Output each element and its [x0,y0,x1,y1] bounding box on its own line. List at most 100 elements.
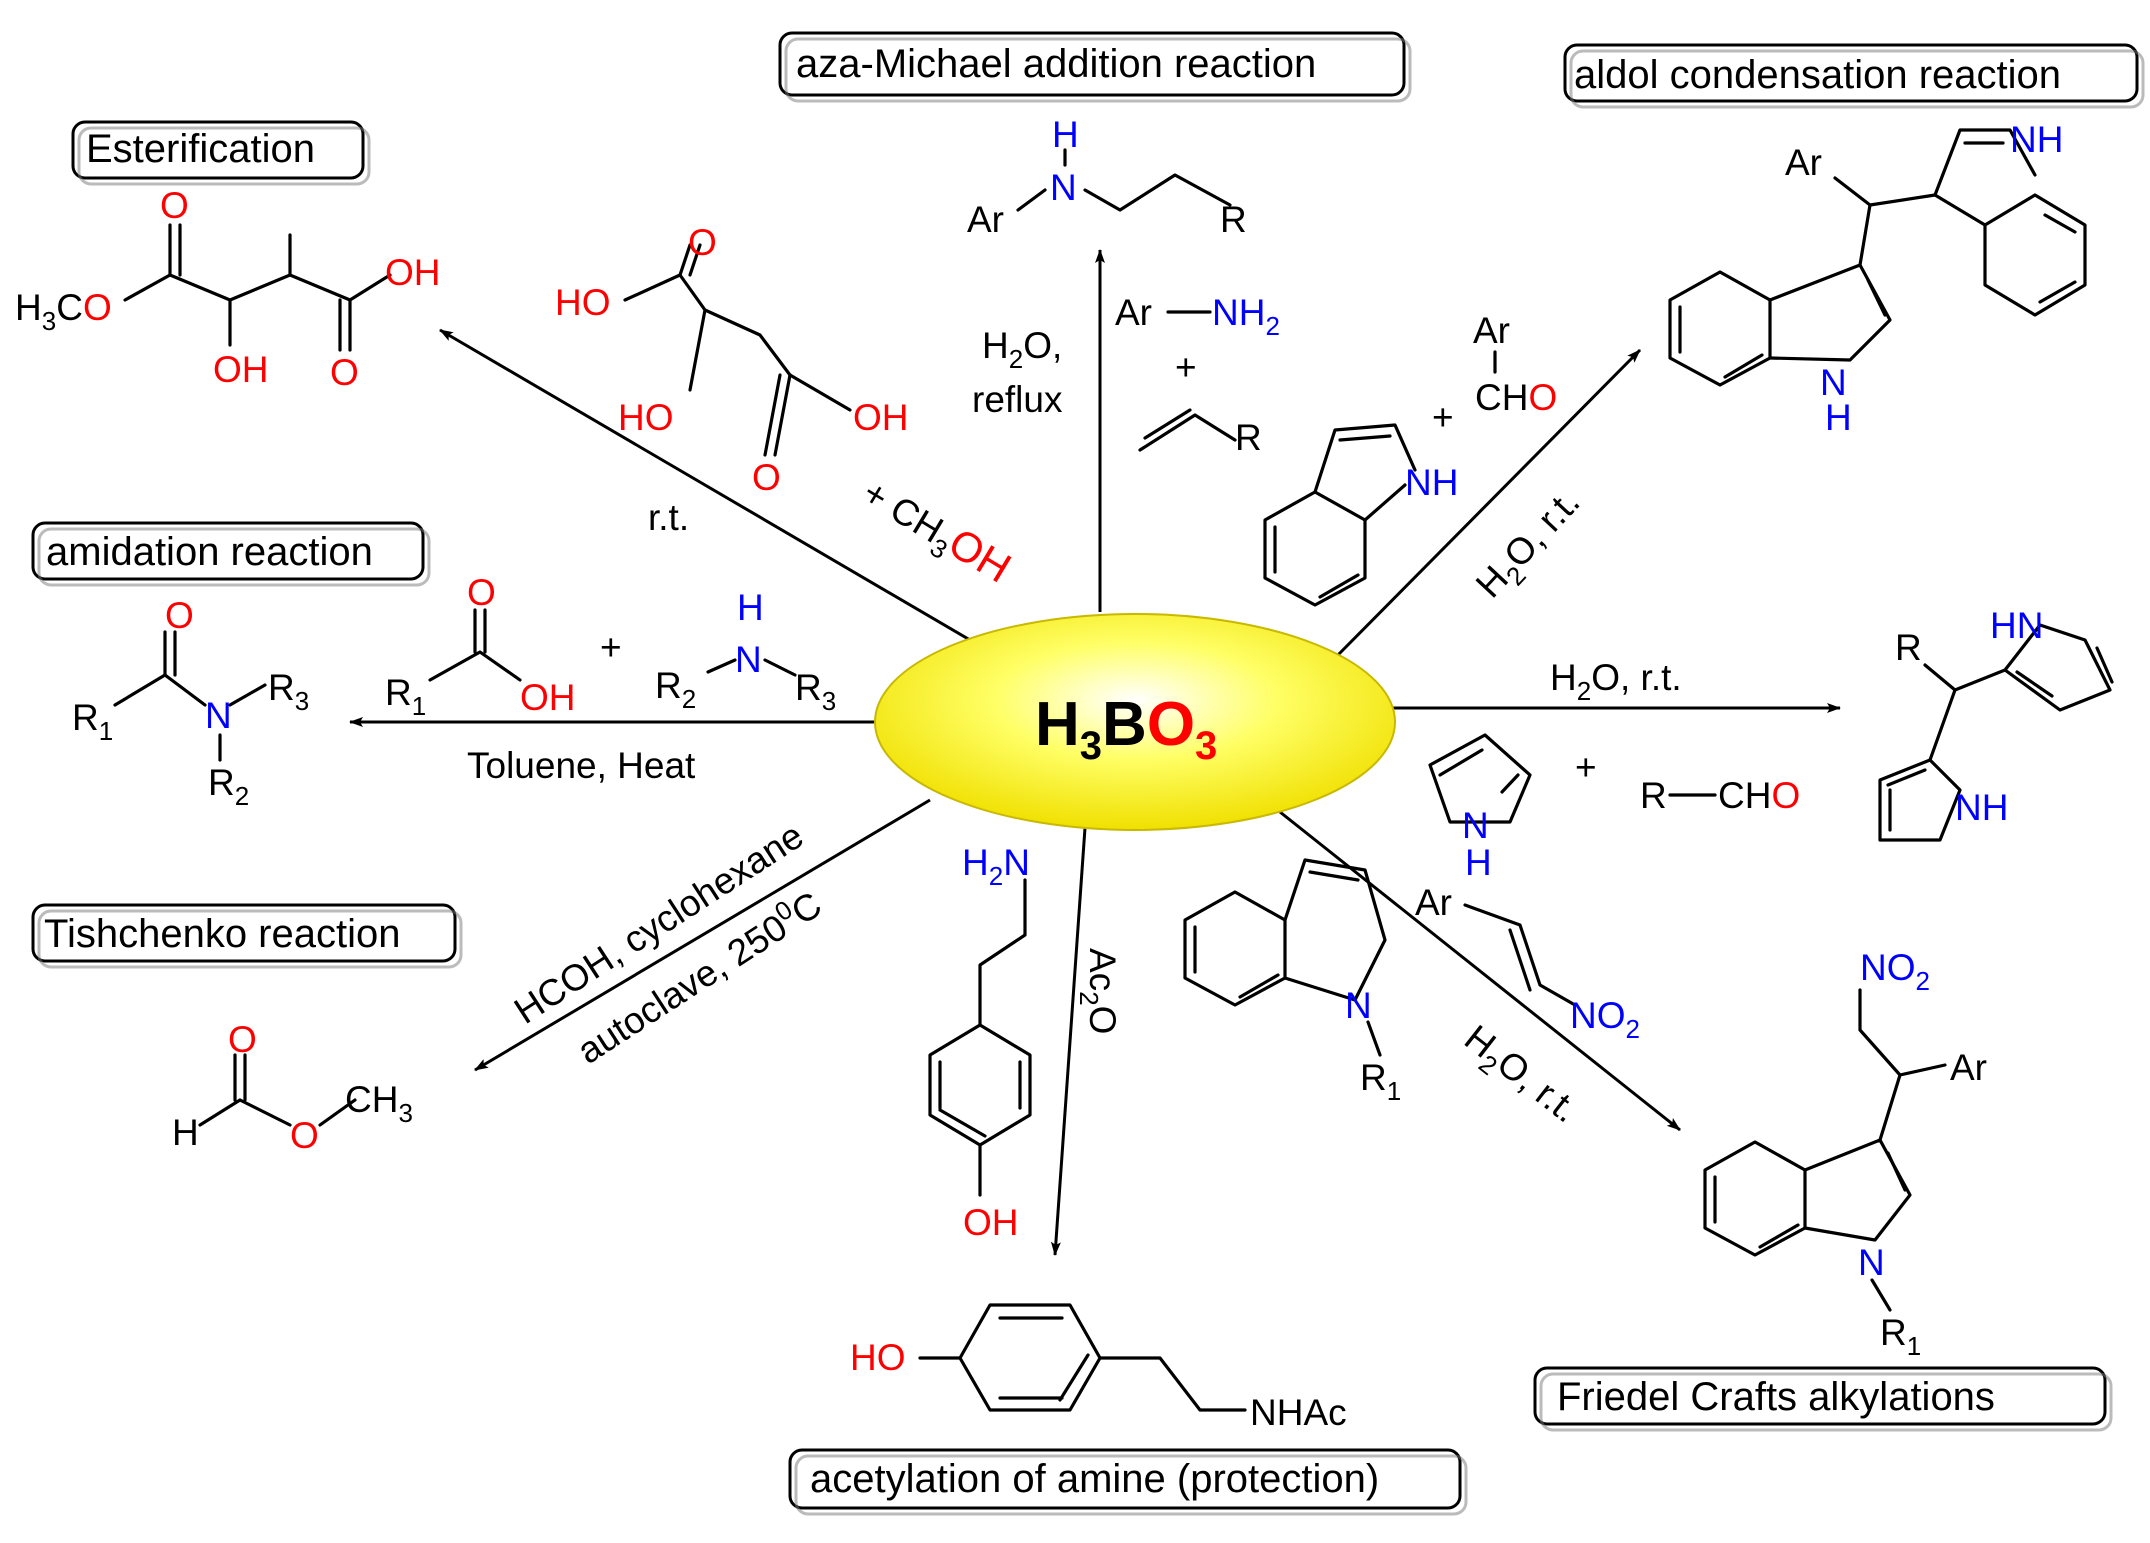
malic-oh: OH [853,397,909,438]
arrow-friedel-crafts [1279,810,1681,1132]
tyramine-reactant: H2N OH [928,842,1032,1243]
box-aza-michael: aza-Michael addition reaction [778,31,1412,103]
aza-ar: Ar [967,199,1004,240]
aza-michael-label: aza-Michael addition reaction [796,42,1316,86]
cond-pyrrole-water: H2O, r.t. [1550,657,1682,706]
cond-toluene-heat: Toluene, Heat [467,745,696,786]
acet-nhac: NHAc [1250,1392,1347,1433]
dipyrromethane-product: R HN NH [1878,605,2114,842]
aniline-nh2: NH2 [1212,292,1280,341]
fcp-ar: Ar [1950,1047,1987,1088]
acet-ho: HO [850,1337,906,1378]
formate-ch3: CH3 [345,1079,413,1128]
aldol-plus: + [1432,397,1454,438]
rcho-cho: CHO [1718,775,1800,816]
amine-r2: R2 [655,665,696,714]
box-friedel-crafts: Friedel Crafts alkylations [1533,1366,2113,1432]
formate-ester-o: O [290,1115,319,1156]
bim-h1: H [1825,397,1852,438]
cond-friedel-water: H2O, r.t. [1452,1017,1586,1137]
malic-o-2: O [752,457,781,498]
pyrrole-reactants: N H + R CHO [1428,733,1800,883]
formate-h: H [172,1112,199,1153]
dpm-hn: HN [1990,605,2043,646]
pyrrole-plus: + [1575,747,1597,788]
friedel-crafts-product: NO2 Ar N R1 [1703,947,1987,1361]
n-alkylindole-reactant: N R1 [1183,858,1401,1106]
bim-ar: Ar [1785,142,1822,183]
dpm-nh: NH [1955,787,2008,828]
h3c-label: H3CO [15,287,112,336]
acetylation-label: acetylation of amine (protection) [810,1457,1379,1501]
bim-nh2: NH [2010,119,2063,160]
cond-ac2o: Ac2O [1074,948,1123,1034]
arrow-aldol [1331,348,1642,662]
amine-h: H [737,587,764,628]
amidation-reactants: R1 O OH + R2 N H R3 [385,572,836,721]
acid-oh-label: OH [385,252,441,293]
amide-r1: R1 [72,697,113,746]
box-aldol: aldol condensation reaction [1563,43,2145,109]
box-amidation: amidation reaction [31,521,431,587]
label-boxes: Esterification aza-Michael addition reac… [31,31,2145,1516]
fcp-no2: NO2 [1860,947,1930,996]
tyramine-h2n: H2N [962,842,1030,891]
dpm-r: R [1895,627,1922,668]
bis-indolylmethane-product: Ar N H NH [1668,119,2087,438]
amide-r2: R2 [208,762,249,811]
rcho-r: R [1640,775,1667,816]
cond-reflux: reflux [972,379,1063,420]
amine-n: N [735,639,762,680]
arrow-esterification [439,328,971,642]
aniline-ar: Ar [1115,292,1152,333]
amide-n: N [205,695,232,736]
aza-plus: + [1175,347,1197,388]
amide-plus: + [600,627,622,668]
nitro-no2: NO2 [1570,995,1640,1044]
ester-carbonyl-o: O [160,185,189,226]
fc-indole-n: N [1345,985,1372,1026]
cond-aldol-water: H2O, r.t. [1468,481,1594,611]
aldehyde-ar: Ar [1473,310,1510,351]
aldol-label: aldol condensation reaction [1574,53,2061,97]
malic-acid-reactant: HO O HO O OH [555,222,909,498]
arrow-acetylation [1050,827,1087,1256]
methyl-formate-product: O H O CH3 [172,1019,413,1156]
amide-product: O R1 N R3 R2 [72,595,309,811]
acid-carbonyl-o: O [330,352,359,393]
aza-michael-product: Ar N H R [967,114,1247,240]
arrow-tishchenko [474,798,931,1072]
formate-carbonyl-o: O [228,1019,257,1060]
box-tishchenko: Tishchenko reaction [31,903,463,969]
aza-n: N [1050,167,1077,208]
aldehyde-cho: CHO [1475,377,1557,418]
center-formula: H3BO3 [1035,690,1217,768]
acid-o: O [467,572,496,613]
acetyl-tyramine-product: HO NHAc [850,1303,1347,1433]
aza-h: H [1052,114,1079,155]
malic-o-1: O [688,222,717,263]
hydroxy-label: OH [213,349,269,390]
amidation-label: amidation reaction [46,530,373,574]
cond-esterification-rt: r.t. [648,497,689,538]
aza-reagents: Ar NH2 + R [1115,292,1280,458]
cond-methanol: + CH3OH [852,467,1019,597]
pyrrole-h: H [1465,842,1492,883]
cond-aza-water: H2O, [982,325,1062,374]
box-esterification: Esterification [71,120,371,186]
pyrrole-n: N [1462,805,1489,846]
esterification-label: Esterification [86,127,315,171]
fcp-n: N [1858,1242,1885,1283]
acid-r1: R1 [385,672,426,721]
bim-n1: N [1820,362,1847,403]
amide-r3: R3 [268,667,309,716]
boric-acid-catalyst: H3BO3 [874,613,1396,831]
esterification-product: H3CO O OH O OH [15,185,441,393]
amide-o: O [165,595,194,636]
fc-indole-r1: R1 [1360,1057,1401,1106]
tishchenko-label: Tishchenko reaction [44,912,400,956]
nitro-ar: Ar [1415,882,1452,923]
malic-ho-2: HO [618,397,674,438]
alkene-r: R [1235,417,1262,458]
